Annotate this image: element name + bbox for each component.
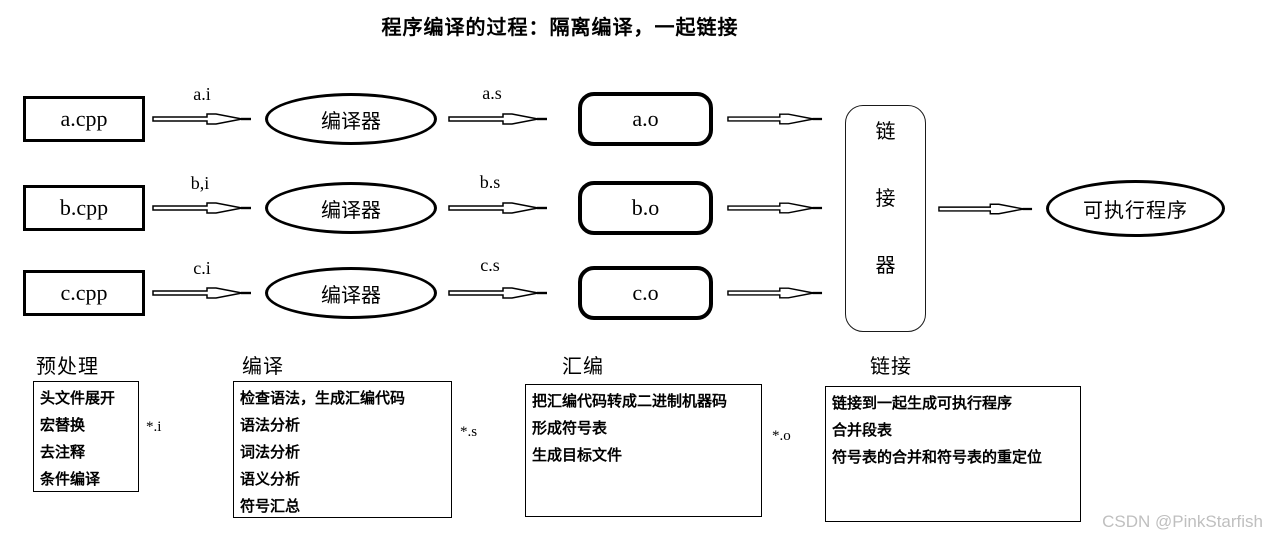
source-file-box-b: b.cpp — [23, 185, 145, 231]
stage-item: 把汇编代码转成二进制机器码 — [532, 393, 728, 410]
stage-item: 语义分析 — [240, 471, 301, 488]
arrow-label-b-i: b,i — [190, 173, 210, 193]
arrow-icon — [448, 198, 548, 218]
compiler-ellipse-a: 编译器 — [265, 93, 437, 145]
arrow-label-a-s: a.s — [482, 83, 502, 103]
arrow-icon — [727, 109, 823, 129]
stage-item: 去注释 — [40, 444, 86, 461]
compiler-label: 编译器 — [321, 199, 381, 222]
object-file-box-b: b.o — [578, 181, 713, 235]
stage-item: 宏替换 — [40, 417, 86, 434]
compiler-ellipse-c: 编译器 — [265, 267, 437, 319]
arrow-icon — [448, 283, 548, 303]
arrow-icon — [727, 283, 823, 303]
source-file-label: a.cpp — [60, 106, 108, 131]
stage-item: 检查语法，生成汇编代码 — [240, 390, 406, 407]
arrow-label-c-s: c.s — [480, 255, 500, 275]
stage-box-assemble: 把汇编代码转成二进制机器码 形成符号表 生成目标文件 — [525, 384, 762, 517]
source-file-box-c: c.cpp — [23, 270, 145, 316]
object-file-label: a.o — [632, 106, 659, 131]
object-file-label: c.o — [632, 280, 659, 305]
object-file-box-a: a.o — [578, 92, 713, 146]
stage-output-label-s: *.s — [460, 424, 478, 440]
arrow-icon — [448, 109, 548, 129]
arrow-icon — [152, 283, 252, 303]
stage-heading-preprocess: 预处理 — [36, 356, 99, 378]
stage-output-label-i: *.i — [146, 419, 162, 435]
compiler-label: 编译器 — [321, 284, 381, 307]
stage-heading-link: 链接 — [870, 356, 912, 378]
stage-box-link: 链接到一起生成可执行程序 合并段表 符号表的合并和符号表的重定位 — [825, 386, 1081, 522]
executable-ellipse: 可执行程序 — [1046, 180, 1225, 237]
stage-item: 符号表的合并和符号表的重定位 — [832, 449, 1043, 466]
stage-box-preprocess: 头文件展开 宏替换 去注释 条件编译 — [33, 381, 139, 492]
source-file-label: c.cpp — [60, 280, 108, 305]
stage-output-label-o: *.o — [772, 428, 791, 444]
stage-item: 条件编译 — [40, 471, 101, 488]
stage-item: 链接到一起生成可执行程序 — [832, 395, 1013, 412]
source-file-box-a: a.cpp — [23, 96, 145, 142]
arrow-label-a-i: a.i — [193, 84, 211, 104]
arrow-label-c-i: c.i — [193, 258, 211, 278]
linker-char: 器 — [875, 255, 896, 277]
stage-item: 词法分析 — [240, 444, 301, 461]
stage-heading-compile: 编译 — [242, 356, 284, 378]
executable-label: 可执行程序 — [1083, 200, 1188, 222]
stage-item: 合并段表 — [832, 422, 893, 439]
compiler-ellipse-b: 编译器 — [265, 182, 437, 234]
stage-item: 生成目标文件 — [532, 447, 623, 464]
object-file-box-c: c.o — [578, 266, 713, 320]
stage-heading-assemble: 汇编 — [562, 356, 604, 378]
stage-item: 语法分析 — [240, 417, 301, 434]
linker-box: 链 接 器 — [845, 105, 926, 332]
object-file-label: b.o — [631, 195, 660, 220]
linker-char: 接 — [875, 188, 896, 210]
stage-box-compile: 检查语法，生成汇编代码 语法分析 词法分析 语义分析 符号汇总 — [233, 381, 452, 518]
arrow-icon — [152, 109, 252, 129]
compiler-label: 编译器 — [321, 110, 381, 133]
linker-char: 链 — [875, 121, 896, 143]
arrow-label-b-s: b.s — [479, 172, 501, 192]
stage-item: 形成符号表 — [532, 420, 608, 437]
arrow-icon — [727, 198, 823, 218]
arrow-icon — [152, 198, 252, 218]
stage-item: 头文件展开 — [40, 390, 116, 407]
stage-item: 符号汇总 — [240, 498, 301, 515]
diagram-title: 程序编译的过程：隔离编译，一起链接 — [381, 17, 739, 39]
csdn-watermark: CSDN @PinkStarfish — [1102, 512, 1263, 531]
source-file-label: b.cpp — [59, 195, 109, 220]
arrow-icon — [938, 199, 1033, 219]
